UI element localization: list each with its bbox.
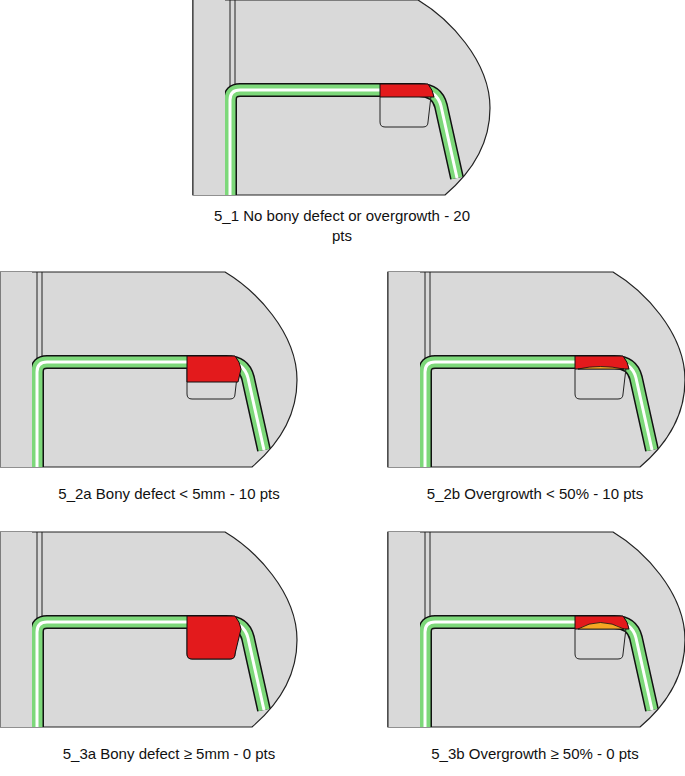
panel-5-3a xyxy=(0,532,297,727)
panel-caption: 5_1 No bony defect or overgrowth - 20 pt… xyxy=(212,206,472,246)
panel-5-2a xyxy=(0,272,297,467)
panel-5-1 xyxy=(193,0,490,195)
panel-5-2b xyxy=(388,272,685,467)
panel-caption: 5_2a Bony defect < 5mm - 10 pts xyxy=(4,484,334,504)
panel-caption: 5_3a Bony defect ≥ 5mm - 0 pts xyxy=(4,744,334,764)
panel-caption: 5_3b Overgrowth ≥ 50% - 0 pts xyxy=(390,744,680,764)
panel-caption: 5_2b Overgrowth < 50% - 10 pts xyxy=(390,484,680,504)
panel-5-3b xyxy=(388,532,685,727)
